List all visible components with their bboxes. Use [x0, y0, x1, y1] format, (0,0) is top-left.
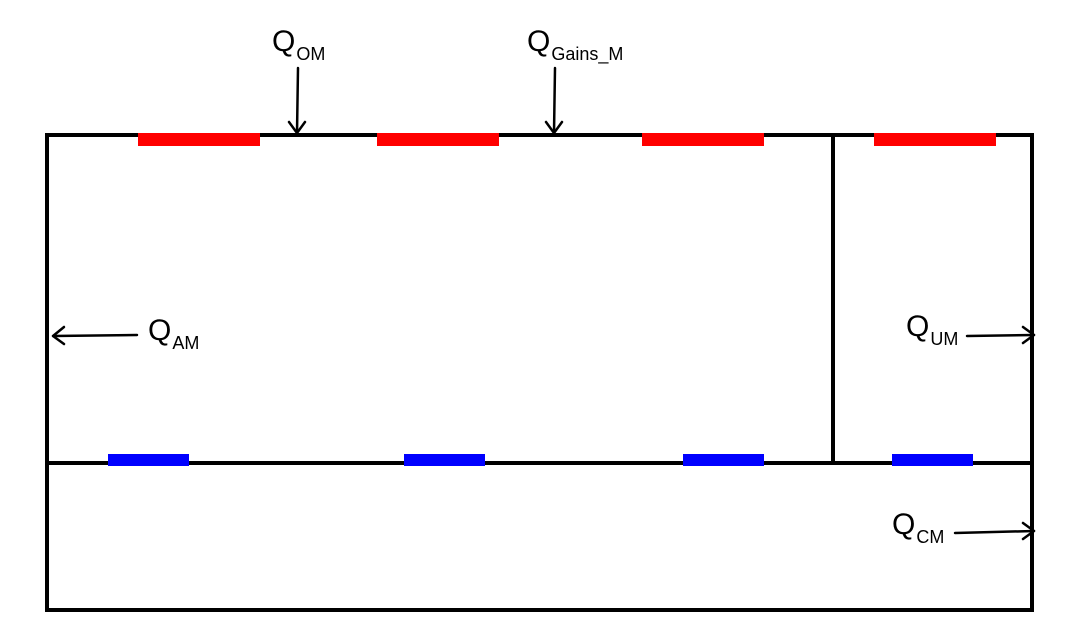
label-q-gains-m-sub: Gains_M: [551, 44, 624, 64]
label-q-om: QOM: [272, 25, 325, 64]
label-q-cm: QCM: [892, 508, 944, 547]
label-q-um: QUM: [906, 310, 958, 349]
top-strip-1: [138, 133, 260, 146]
label-q-um-main: Q: [906, 310, 930, 343]
label-q-gains-m: QGains_M: [527, 25, 623, 64]
bottom-strip-4: [892, 454, 973, 466]
arrow-q-om: [287, 66, 307, 135]
arrow-q-cm: [953, 521, 1036, 541]
top-strip-4: [874, 133, 996, 146]
top-strip-2: [377, 133, 499, 146]
arrow-q-gains-m: [544, 66, 564, 135]
label-q-am: QAM: [148, 314, 199, 353]
label-q-am-main: Q: [148, 314, 172, 347]
bottom-strip-3: [683, 454, 764, 466]
label-q-om-sub: OM: [296, 44, 326, 64]
top-strip-3: [642, 133, 764, 146]
label-q-om-main: Q: [272, 25, 296, 58]
arrow-q-am: [51, 325, 139, 346]
label-q-gains-m-main: Q: [527, 25, 551, 58]
outer-boundary: [45, 133, 1034, 612]
label-q-um-sub: UM: [930, 329, 959, 349]
bottom-strip-2: [404, 454, 485, 466]
bottom-strip-1: [108, 454, 189, 466]
label-q-cm-sub: CM: [916, 527, 945, 547]
label-q-cm-main: Q: [892, 508, 916, 541]
label-q-am-sub: AM: [172, 333, 200, 353]
arrow-q-um: [965, 325, 1036, 345]
